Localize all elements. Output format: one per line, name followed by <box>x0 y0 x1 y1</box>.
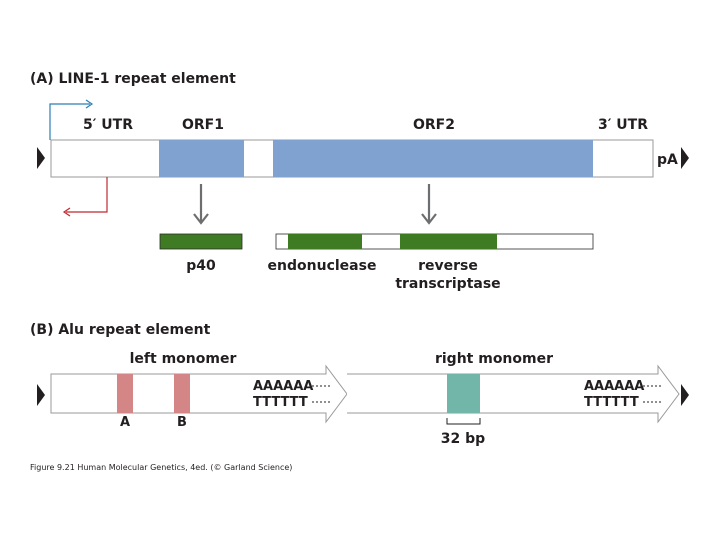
orf1-translation-arrow <box>193 184 209 225</box>
box-a-label: A <box>120 415 130 430</box>
panel-b-title: (B) Alu repeat element <box>30 322 211 338</box>
left-polya-bottom: TTTTTT <box>253 395 308 410</box>
right-monomer-label: right monomer <box>435 351 553 367</box>
sense-promoter-arrow <box>49 99 94 140</box>
right-polya-bottom: TTTTTT <box>584 395 639 410</box>
figure-caption: Figure 9.21 Human Molecular Genetics, 4e… <box>30 463 292 472</box>
utr3-label: 3′ UTR <box>598 117 648 133</box>
spacer-label: 32 bp <box>441 431 485 447</box>
p40-label: p40 <box>186 258 216 274</box>
panel-a-title: (A) LINE-1 repeat element <box>30 71 236 87</box>
spacer-bracket <box>446 418 481 425</box>
left-monomer-arrow <box>50 364 348 424</box>
right-polya-top: AAAAAA <box>584 379 644 394</box>
left-monomer-label: left monomer <box>130 351 237 367</box>
endonuclease-domain <box>288 234 362 249</box>
reverse-transcriptase-label-line2: transcriptase <box>395 276 500 292</box>
antisense-promoter-arrow <box>62 177 108 217</box>
alu-left-direct-repeat-triangle <box>37 384 45 406</box>
orf2-label: ORF2 <box>413 117 455 133</box>
endonuclease-label: endonuclease <box>268 258 377 274</box>
utr5-label: 5′ UTR <box>83 117 133 133</box>
box-b <box>174 374 190 413</box>
right-direct-repeat-triangle <box>681 147 689 169</box>
orf2-translation-arrow <box>421 184 437 225</box>
orf1-label: ORF1 <box>182 117 224 133</box>
reverse-transcriptase-domain <box>400 234 497 249</box>
reverse-transcriptase-label-line1: reverse <box>418 258 478 274</box>
orf2-region <box>273 140 593 177</box>
left-polya-top: AAAAAA <box>253 379 313 394</box>
box-a <box>117 374 133 413</box>
left-direct-repeat-triangle <box>37 147 45 169</box>
alu-right-direct-repeat-triangle <box>681 384 689 406</box>
orf1-region <box>159 140 244 177</box>
p40-protein-bar <box>159 233 243 250</box>
box-b-label: B <box>177 415 187 430</box>
polya-label: pA <box>657 152 678 168</box>
right-monomer-arrow <box>347 364 680 424</box>
right-monomer-insert <box>447 374 480 413</box>
